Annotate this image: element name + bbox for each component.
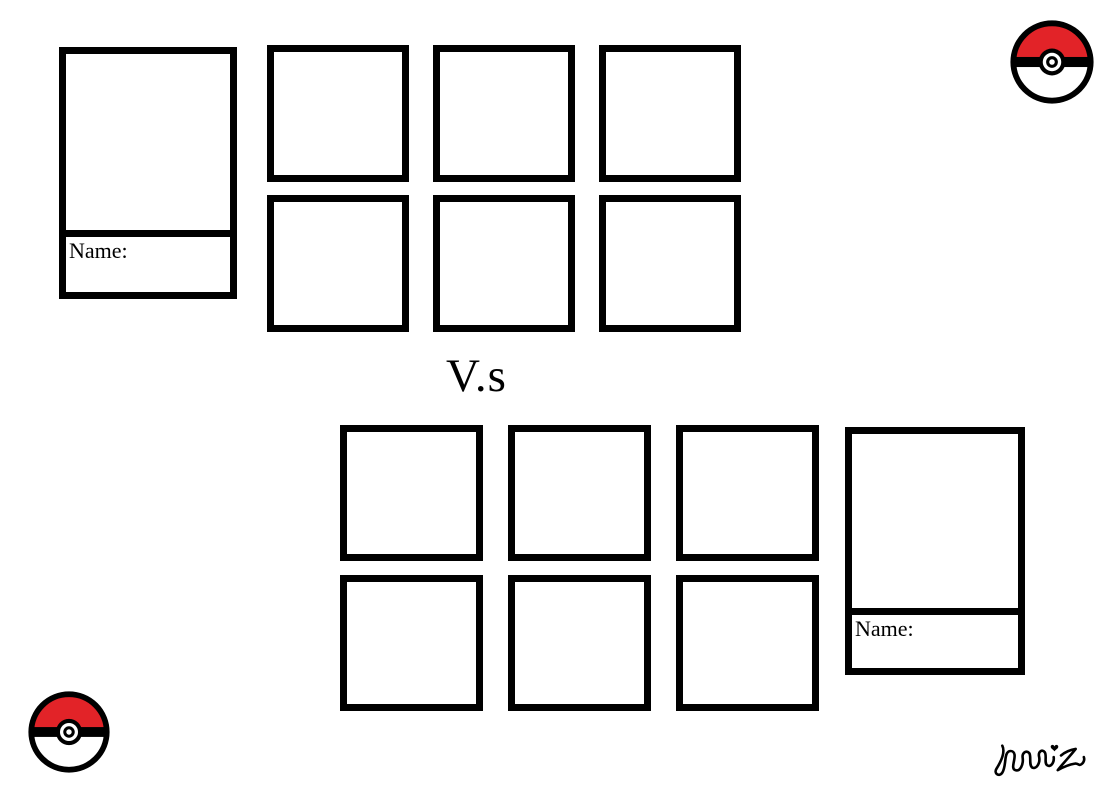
pokeball-icon	[1010, 20, 1094, 104]
vs-label: V.s	[446, 350, 507, 402]
team-grid-bottom	[340, 425, 819, 711]
pokemon-slot	[433, 45, 575, 182]
pokemon-slot	[508, 425, 651, 561]
pokemon-slot	[508, 575, 651, 711]
name-label-top: Name:	[69, 238, 128, 263]
pokemon-slot	[433, 195, 575, 332]
pokemon-slot	[267, 45, 409, 182]
pokemon-slot	[676, 575, 819, 711]
pokemon-slot	[599, 195, 741, 332]
pokeball-icon	[28, 691, 110, 773]
team-grid-top	[267, 45, 741, 332]
artist-signature	[994, 744, 1086, 777]
name-label-bottom: Name:	[855, 616, 914, 641]
pokemon-slot	[267, 195, 409, 332]
trainer-name-field-bottom: Name:	[852, 608, 1018, 668]
pokemon-slot	[340, 425, 483, 561]
trainer-card-bottom: Name:	[845, 427, 1025, 675]
pokemon-slot	[599, 45, 741, 182]
trainer-card-top: Name:	[59, 47, 237, 299]
pokemon-slot	[676, 425, 819, 561]
trainer-name-field-top: Name:	[66, 230, 230, 292]
pokemon-slot	[340, 575, 483, 711]
